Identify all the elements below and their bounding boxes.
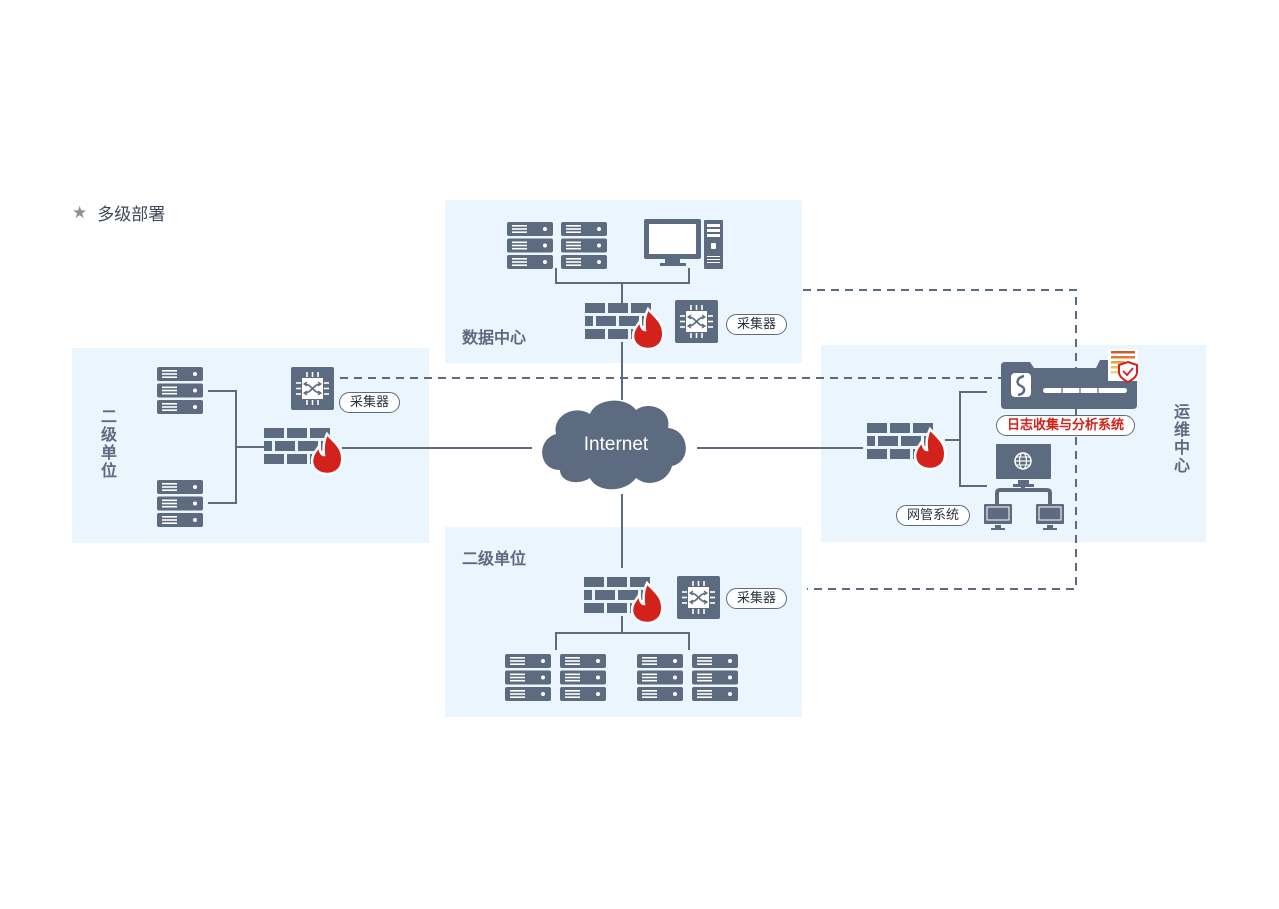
connection-lines	[208, 268, 987, 650]
internet-cloud-icon	[542, 400, 686, 490]
server-stack-icon	[561, 222, 607, 269]
heading-label: 多级部署	[97, 205, 166, 225]
nms-label: 网管系统	[896, 505, 971, 526]
network-management-icon	[995, 444, 1052, 505]
internet-label: Internet	[583, 434, 649, 455]
collector-label-bottom-unit: 采集器	[726, 588, 788, 609]
log-system-label: 日志收集与分析系统	[996, 415, 1136, 436]
collector-chip-icon	[674, 299, 719, 344]
firewall-icon	[582, 575, 664, 625]
collector-label-data-center: 采集器	[726, 314, 788, 335]
desktop-computer-icon	[644, 219, 723, 269]
zone-label-data-center: 数据中心	[462, 328, 527, 347]
server-stack-icon	[505, 654, 551, 701]
firewall-icon	[262, 426, 344, 476]
log-appliance-icon	[1001, 360, 1137, 409]
server-stack-icon	[157, 480, 203, 527]
firewall-icon	[583, 301, 665, 351]
client-monitor-icon	[983, 503, 1013, 531]
server-stack-icon	[157, 367, 203, 414]
security-log-doc-icon	[1108, 349, 1138, 384]
collector-links	[340, 289, 1077, 590]
zone-label-ops-center: 运维中心	[1171, 403, 1190, 475]
page-heading: ★ 多级部署	[72, 200, 166, 226]
client-monitor-icon	[1035, 503, 1065, 531]
collector-label-left-unit: 采集器	[339, 392, 401, 413]
collector-chip-icon	[290, 366, 335, 411]
firewall-icon	[865, 421, 947, 471]
server-stack-icon	[560, 654, 606, 701]
zone-label-bottom-unit: 二级单位	[462, 549, 527, 568]
server-stack-icon	[507, 222, 553, 269]
zone-label-left-unit: 二级单位	[98, 408, 117, 480]
server-stack-icon	[637, 654, 683, 701]
collector-chip-icon	[676, 575, 721, 620]
zone-left-unit	[72, 348, 429, 543]
zone-bottom-unit	[445, 527, 802, 717]
star-icon: ★	[72, 202, 88, 223]
server-stack-icon	[692, 654, 738, 701]
